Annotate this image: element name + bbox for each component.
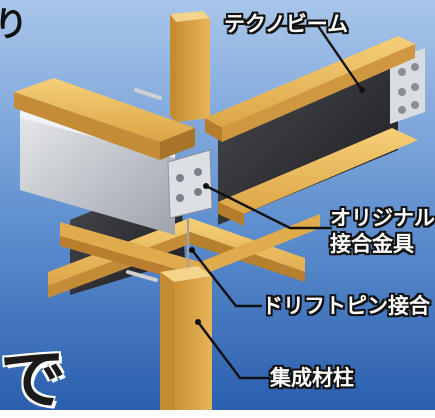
drift-pins [126,88,162,282]
label-drift-pin: ドリフトピン接合 [262,294,430,318]
leader-lines [191,24,363,380]
right-lower-flange [218,128,418,226]
lower-column [160,266,212,410]
left-wood-flange [14,78,195,160]
corner-glyph: り [0,5,28,45]
lower-wood-flanges [48,214,320,298]
label-original-joint-line2: 接合金具 [330,232,414,256]
leader-dots [189,87,365,325]
label-techno-beam: テクノビーム [224,12,349,36]
label-original-joint-line1: オリジナル [330,206,435,230]
label-glulam-column: 集成材柱 [270,366,354,390]
upper-column [170,11,210,150]
joint-hardware [167,149,213,268]
caption-fragment: で [0,341,66,418]
right-wood-flange [205,36,415,142]
